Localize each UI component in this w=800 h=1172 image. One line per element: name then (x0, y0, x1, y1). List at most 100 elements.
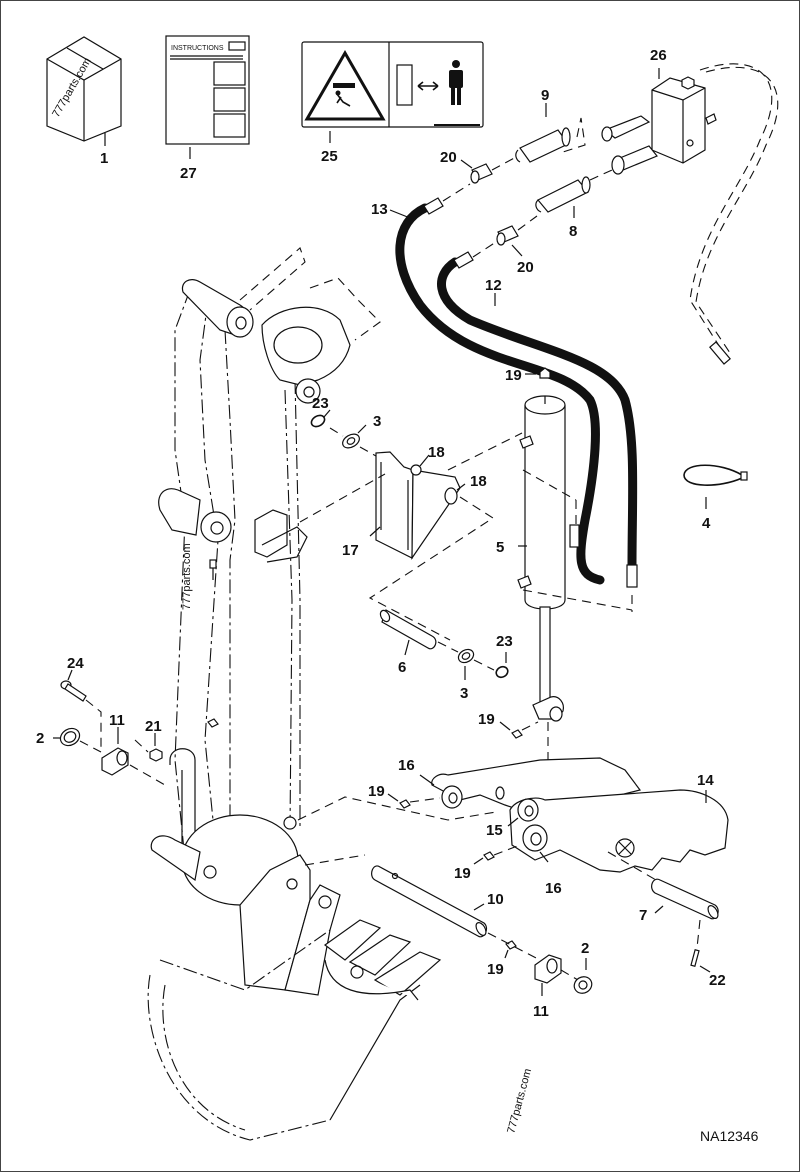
callout-20-lower[interactable]: 20 (517, 259, 534, 276)
pin-collar-part-bottom[interactable] (534, 954, 562, 984)
quick-coupler-male-part[interactable] (535, 176, 591, 213)
instructions-sheet-part[interactable]: INSTRUCTIONS (165, 35, 250, 145)
callout-19-left-arm[interactable]: 19 (368, 783, 385, 800)
leader-line (499, 721, 511, 731)
callout-6[interactable]: 6 (398, 659, 406, 676)
valve-block-part[interactable] (651, 76, 717, 164)
leader-line (357, 424, 367, 434)
grease-fitting-part-e[interactable] (505, 940, 517, 950)
warning-decal-part[interactable] (301, 41, 484, 128)
callout-19-rod[interactable]: 19 (478, 711, 495, 728)
callout-3-lower[interactable]: 3 (460, 685, 468, 702)
callout-23-lower[interactable]: 23 (496, 633, 513, 650)
nut-part[interactable] (149, 748, 163, 762)
grease-fitting-part-c[interactable] (399, 799, 411, 809)
leader-line (699, 965, 711, 973)
callout-25[interactable]: 25 (321, 148, 338, 165)
watermark-text-2: 777parts.com (181, 543, 193, 610)
callout-24[interactable]: 24 (67, 655, 84, 672)
callout-2-left[interactable]: 2 (36, 730, 44, 747)
o-ring-part-2[interactable] (494, 665, 509, 680)
bolt-part[interactable] (60, 680, 87, 702)
return-hose-phantom (689, 63, 773, 361)
watermark-text-3: 777parts.com (505, 1067, 534, 1134)
callout-7[interactable]: 7 (639, 907, 647, 924)
callout-8[interactable]: 8 (569, 223, 577, 240)
washer-part-bottom[interactable] (571, 974, 595, 997)
leader-line (67, 669, 73, 681)
leader-line (473, 903, 485, 911)
callout-26[interactable]: 26 (650, 47, 667, 64)
clamp-arm-part[interactable] (431, 757, 729, 873)
cable-tie-part[interactable] (683, 464, 748, 486)
grease-fitting-part[interactable] (511, 729, 523, 739)
quick-coupler-female-part[interactable] (515, 127, 571, 163)
callout-11-left[interactable]: 11 (109, 712, 125, 729)
bucket-assembly (147, 814, 442, 1141)
grease-fitting-part-d[interactable] (483, 851, 495, 861)
leader-line (387, 793, 399, 802)
person-icon (449, 60, 463, 105)
leader-line (504, 949, 509, 959)
excavator-arm (158, 247, 381, 870)
document-id: NA12346 (700, 1128, 759, 1144)
callout-11-bottom[interactable]: 11 (533, 1003, 549, 1020)
pin-part[interactable] (379, 609, 437, 650)
instructions-heading: INSTRUCTIONS (171, 45, 224, 52)
callout-23-upper[interactable]: 23 (312, 395, 329, 412)
callout-19-mid[interactable]: 19 (454, 865, 471, 882)
crush-hazard-icon (333, 83, 355, 88)
pin-collar-part-left[interactable] (101, 747, 129, 776)
callout-3-upper[interactable]: 3 (373, 413, 381, 430)
leader-line (419, 454, 430, 467)
callout-10[interactable]: 10 (487, 891, 504, 908)
adapter-fitting-part[interactable] (470, 163, 493, 184)
pin-part-7[interactable] (651, 878, 720, 920)
roll-pin-part[interactable] (690, 949, 700, 967)
callout-2-bottom[interactable]: 2 (581, 940, 589, 957)
callout-labels: 1 27 25 26 9 20 20 8 13 12 19 23 3 18 18… (36, 47, 726, 1020)
callout-16-lower[interactable]: 16 (545, 880, 562, 897)
double-arrow-icon (417, 81, 439, 91)
callout-13[interactable]: 13 (371, 201, 388, 218)
callout-19-cylinder[interactable]: 19 (505, 367, 522, 384)
leader-line (419, 774, 435, 786)
callout-9[interactable]: 9 (541, 87, 549, 104)
leader-line (473, 857, 484, 865)
washer-part[interactable] (340, 431, 362, 450)
callout-20-upper[interactable]: 20 (440, 149, 457, 166)
callout-18-lower[interactable]: 18 (470, 473, 487, 490)
leader-line (404, 639, 410, 656)
mounting-bracket-part[interactable] (375, 451, 461, 560)
washer-part-left[interactable] (57, 725, 82, 749)
leader-line (507, 817, 519, 827)
leader-line (323, 409, 331, 418)
callout-21[interactable]: 21 (145, 718, 162, 735)
callout-27[interactable]: 27 (180, 165, 197, 182)
o-ring-part[interactable] (309, 413, 326, 429)
callout-16-upper[interactable]: 16 (398, 757, 415, 774)
callout-19-bottom[interactable]: 19 (487, 961, 504, 978)
callout-4[interactable]: 4 (702, 515, 711, 532)
kit-box-part[interactable]: 777parts.com (46, 36, 122, 142)
leader-line (389, 209, 411, 219)
valve-couplers (601, 115, 658, 175)
leader-line (511, 244, 523, 257)
washer-part-2[interactable] (456, 647, 476, 665)
callout-12[interactable]: 12 (485, 277, 502, 294)
machine-icon (396, 64, 413, 106)
pivot-pin-part[interactable] (371, 865, 488, 938)
callout-22[interactable]: 22 (709, 972, 726, 989)
callout-14[interactable]: 14 (697, 772, 714, 789)
hydraulic-cylinder-part[interactable] (517, 395, 566, 722)
hydraulic-hoses[interactable] (395, 197, 638, 588)
adapter-fitting-part-lower[interactable] (496, 225, 519, 246)
callout-5[interactable]: 5 (496, 539, 504, 556)
callout-17[interactable]: 17 (342, 542, 359, 559)
callout-18-upper[interactable]: 18 (428, 444, 445, 461)
leader-line (460, 159, 473, 169)
callout-1[interactable]: 1 (100, 150, 108, 167)
callout-15[interactable]: 15 (486, 822, 503, 839)
grease-fitting-top[interactable] (539, 367, 551, 379)
